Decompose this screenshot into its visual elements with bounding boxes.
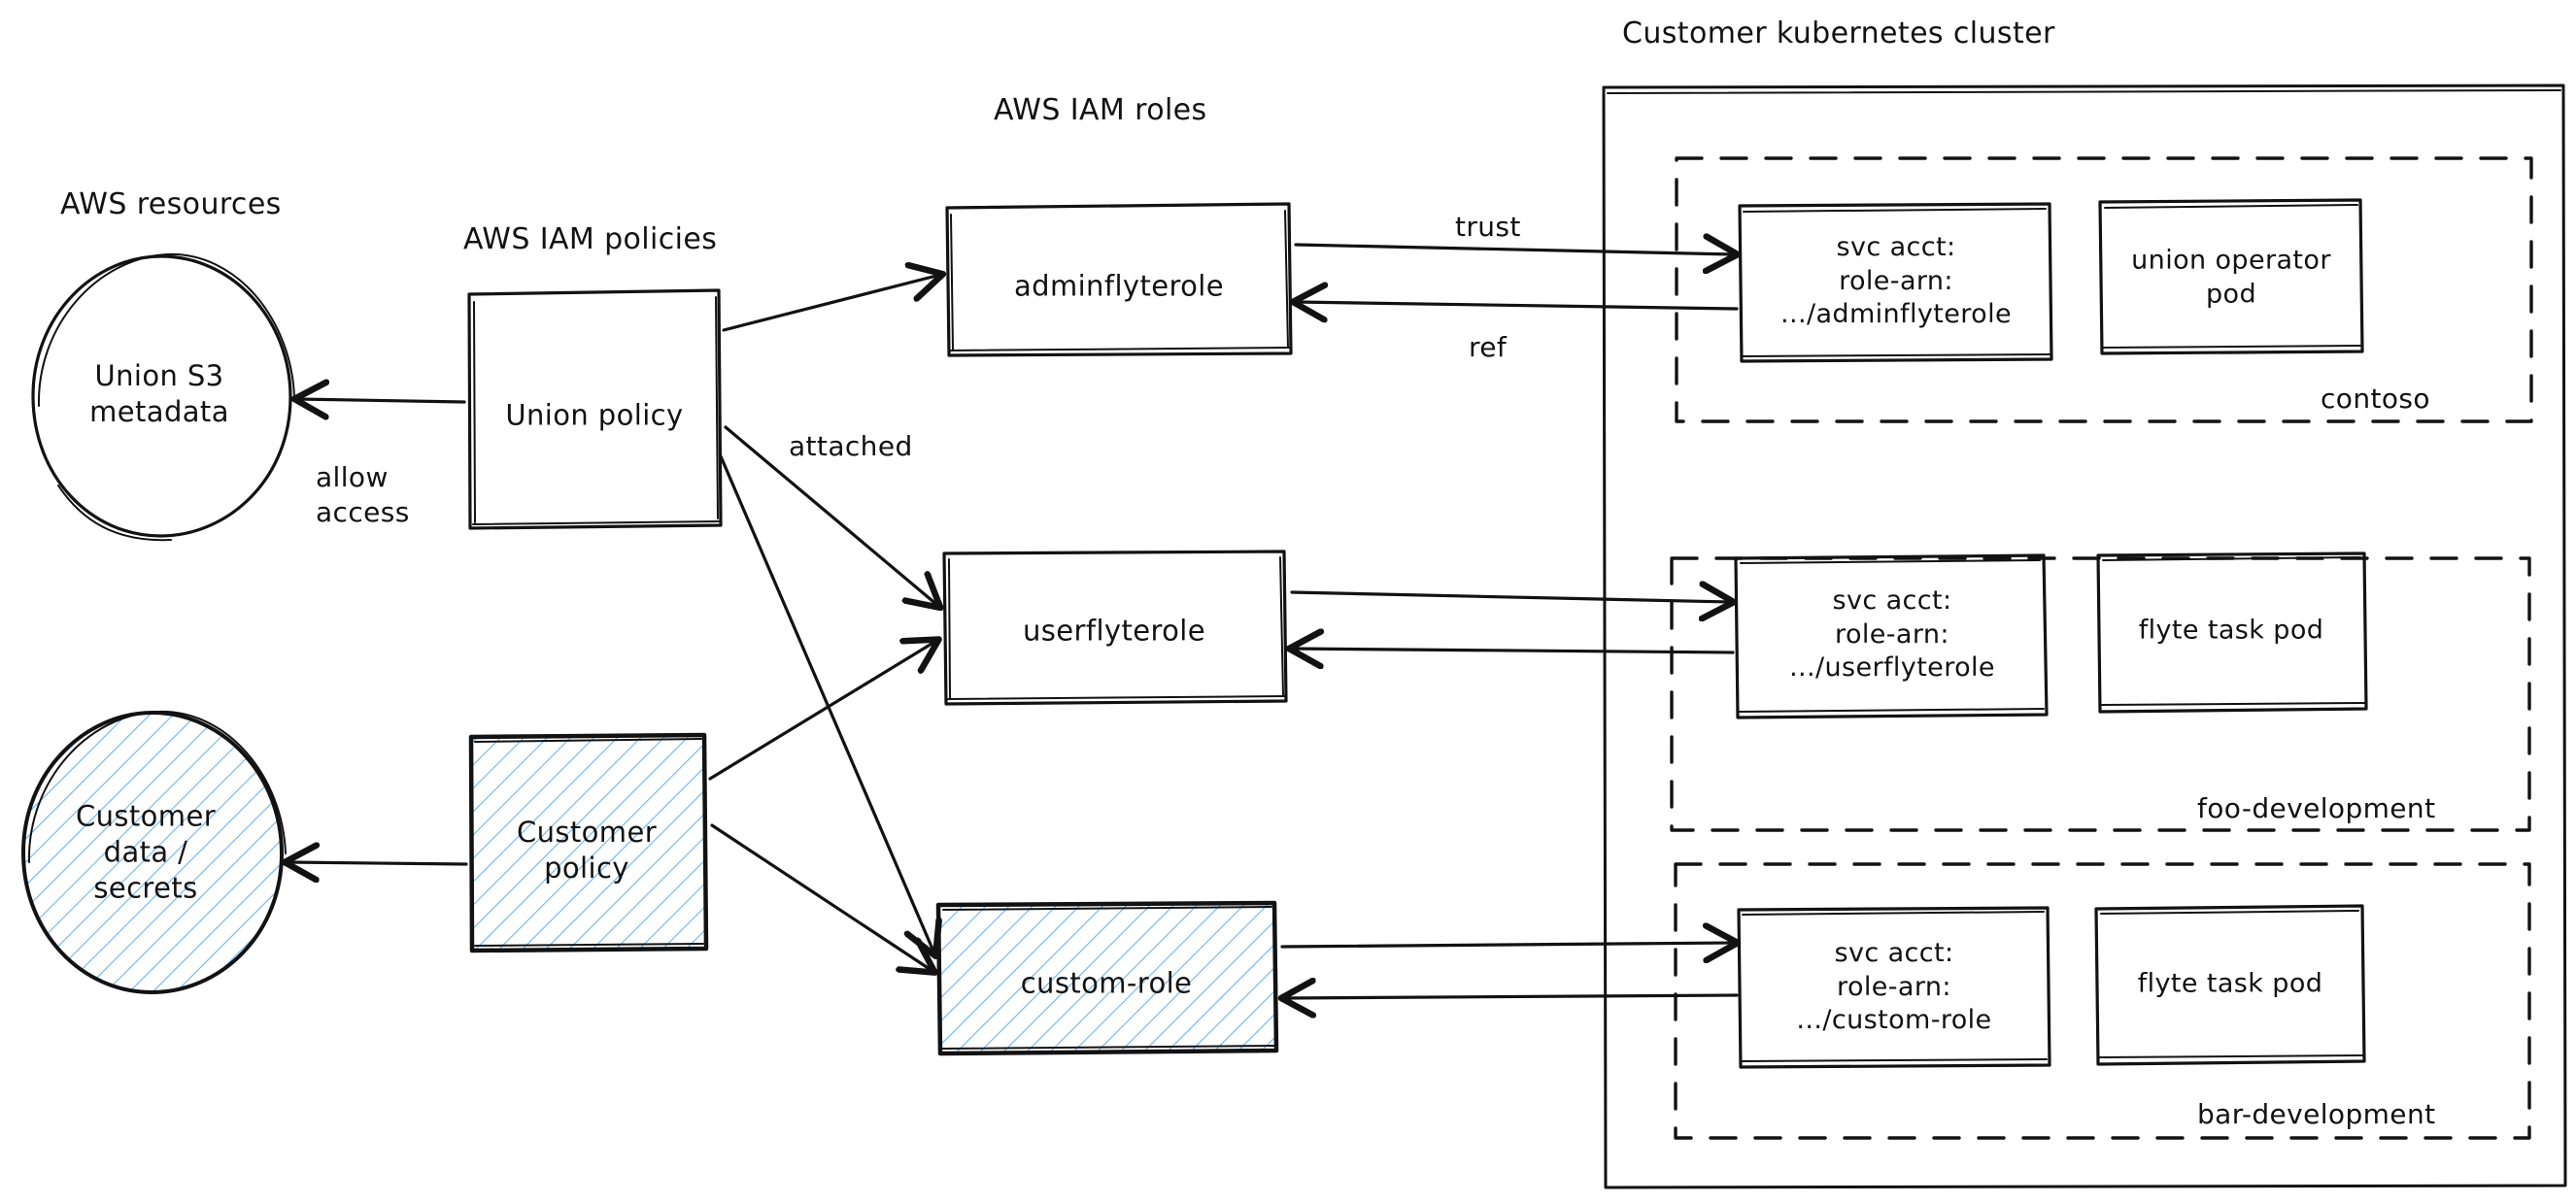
edge-union-policy-to-custom-role bbox=[719, 454, 934, 953]
edge-label-allow-access: allow access bbox=[316, 461, 410, 528]
svc-acct-foo-shape bbox=[1734, 553, 2049, 719]
edge-union-policy-to-adminflyterole bbox=[722, 275, 940, 332]
node-customer-policy-label: Customer policy bbox=[516, 815, 658, 885]
node-userflyterole-label: userflyterole bbox=[1022, 614, 1206, 648]
custom-role-shape bbox=[935, 900, 1279, 1056]
edge-label-attached: attached bbox=[789, 430, 913, 462]
flyte-task-pod-foo-label: flyte task pod bbox=[2138, 615, 2324, 646]
userflyterole-shape bbox=[942, 550, 1288, 706]
customer-policy-shape bbox=[468, 732, 709, 953]
edge-label-ref: ref bbox=[1469, 331, 1508, 363]
group-title-aws-iam-policies: AWS IAM policies bbox=[463, 222, 718, 256]
node-union-policy-label: Union policy bbox=[505, 398, 684, 432]
edge-allow-access bbox=[297, 399, 466, 402]
svc-acct-contoso-shape bbox=[1738, 202, 2053, 363]
customer-cluster-boundary bbox=[1602, 84, 2567, 1189]
namespace-boundaries bbox=[1670, 156, 2533, 1140]
union-operator-pod-shape bbox=[2098, 198, 2364, 355]
edge-trust-contoso bbox=[1294, 245, 1735, 254]
edge-ref-foo bbox=[1292, 649, 1735, 652]
edge-trust-bar bbox=[1280, 943, 1735, 947]
group-title-customer-cluster: Customer kubernetes cluster bbox=[1622, 17, 2055, 50]
svc-acct-foo-label: svc acct: role-arn: .../userflyterole bbox=[1789, 585, 1995, 684]
flyte-task-pod-bar-label: flyte task pod bbox=[2137, 968, 2323, 999]
svc-acct-bar-shape bbox=[1737, 906, 2051, 1069]
edge-trust-foo bbox=[1290, 592, 1731, 602]
edge-ref-contoso bbox=[1296, 302, 1739, 309]
union-operator-pod-label: union operator pod bbox=[2131, 245, 2331, 309]
group-title-aws-resources: AWS resources bbox=[60, 187, 282, 221]
union-policy-shape bbox=[467, 288, 723, 530]
svc-acct-bar-label: svc acct: role-arn: .../custom-role bbox=[1796, 938, 1992, 1036]
node-custom-role-label: custom-role bbox=[1020, 966, 1193, 1000]
flyte-task-pod-foo-shape bbox=[2096, 551, 2368, 714]
edge-customer-policy-to-data bbox=[288, 862, 468, 864]
union-s3-metadata-shape bbox=[31, 252, 295, 542]
edge-customer-policy-to-userflyterole bbox=[708, 641, 936, 781]
edge-ref-bar bbox=[1284, 995, 1739, 998]
node-customer-data-secrets-label: Customer data / secrets bbox=[75, 799, 217, 905]
node-union-s3-metadata-label: Union S3 metadata bbox=[89, 358, 229, 428]
edge-label-trust: trust bbox=[1455, 211, 1521, 243]
adminflyterole-shape bbox=[945, 202, 1293, 357]
namespace-label-contoso: contoso bbox=[2321, 383, 2430, 415]
group-title-aws-iam-roles: AWS IAM roles bbox=[994, 93, 1207, 127]
edge-union-policy-to-userflyterole bbox=[724, 425, 938, 606]
flyte-task-pod-bar-shape bbox=[2094, 904, 2366, 1066]
namespace-label-foo-development: foo-development bbox=[2197, 792, 2436, 824]
namespace-label-bar-development: bar-development bbox=[2197, 1098, 2436, 1130]
svc-acct-contoso-label: svc acct: role-arn: .../adminflyterole bbox=[1780, 232, 2012, 330]
node-adminflyterole-label: adminflyterole bbox=[1013, 269, 1225, 303]
edge-customer-policy-to-custom-role bbox=[710, 823, 932, 971]
